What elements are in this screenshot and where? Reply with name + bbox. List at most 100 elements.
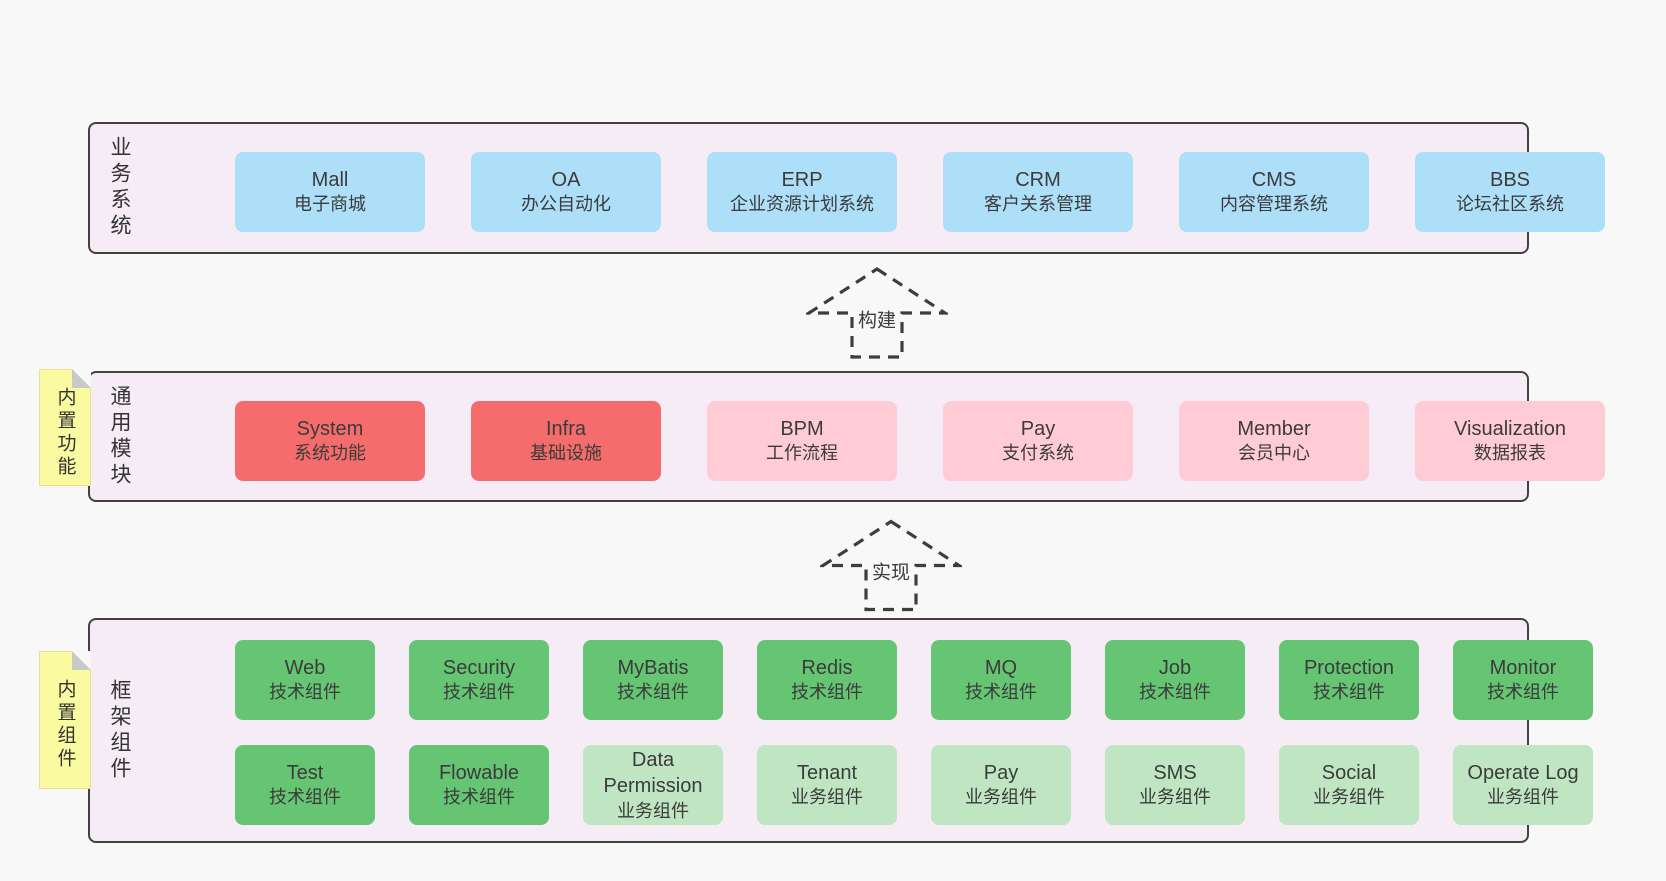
box-subtitle: 系统功能	[294, 443, 366, 464]
component-boxes-row-1: Web 技术组件 Security 技术组件 MyBatis 技术组件 Redi…	[235, 640, 1593, 720]
arrow-build-label: 构建	[853, 304, 901, 334]
box-title: ERP	[781, 168, 823, 191]
box-title: Monitor	[1489, 656, 1557, 679]
box-title: Redis	[801, 656, 853, 679]
box-pay-component: Pay 业务组件	[931, 745, 1071, 825]
box-subtitle: 技术组件	[617, 682, 689, 703]
box-title: Visualization	[1454, 417, 1566, 440]
box-subtitle: 业务组件	[1313, 787, 1385, 808]
box-sms: SMS 业务组件	[1105, 745, 1245, 825]
layer-label-business-systems: 业务系统	[108, 136, 131, 240]
box-title: System	[296, 417, 364, 440]
box-subtitle: 业务组件	[965, 787, 1037, 808]
box-subtitle: 技术组件	[1313, 682, 1385, 703]
box-security: Security 技术组件	[409, 640, 549, 720]
box-subtitle: 基础设施	[530, 443, 602, 464]
box-title: CMS	[1251, 168, 1297, 191]
box-data-permission: Data Permission 业务组件	[583, 745, 723, 825]
layer-label-common-modules: 通用模块	[108, 384, 131, 489]
box-title: MyBatis	[617, 656, 689, 679]
box-pay-module: Pay 支付系统	[943, 401, 1133, 481]
box-title: Protection	[1303, 656, 1395, 679]
box-flowable: Flowable 技术组件	[409, 745, 549, 825]
box-title: SMS	[1153, 761, 1197, 784]
box-cms: CMS 内容管理系统	[1179, 152, 1369, 232]
arrow-build: 构建	[806, 266, 948, 360]
note-text: 内置组件	[54, 679, 76, 771]
layer-label-framework-components: 框架组件	[108, 678, 131, 783]
box-title: Test	[286, 761, 324, 784]
box-subtitle: 业务组件	[1139, 787, 1211, 808]
box-mall: Mall 电子商城	[235, 152, 425, 232]
box-subtitle: 技术组件	[443, 787, 515, 808]
box-subtitle: 技术组件	[269, 682, 341, 703]
box-subtitle: 技术组件	[1487, 682, 1559, 703]
box-subtitle: 业务组件	[791, 787, 863, 808]
box-subtitle: 客户关系管理	[984, 194, 1092, 215]
box-title: Pay	[983, 761, 1019, 784]
sticky-note-builtin-features: 内置功能	[39, 369, 91, 486]
box-infra: Infra 基础设施	[471, 401, 661, 481]
box-test: Test 技术组件	[235, 745, 375, 825]
box-bbs: BBS 论坛社区系统	[1415, 152, 1605, 232]
box-title: Operate Log	[1467, 761, 1579, 784]
box-crm: CRM 客户关系管理	[943, 152, 1133, 232]
layer-common-modules: 通用模块 System 系统功能 Infra 基础设施 BPM 工作流程 Pay…	[88, 371, 1605, 502]
box-subtitle: 业务组件	[1487, 787, 1559, 808]
box-job: Job 技术组件	[1105, 640, 1245, 720]
box-system: System 系统功能	[235, 401, 425, 481]
box-title: Data Permission	[603, 748, 703, 798]
box-subtitle: 企业资源计划系统	[730, 194, 874, 215]
box-title: BBS	[1489, 168, 1531, 191]
box-title: Web	[284, 656, 326, 679]
box-title: CRM	[1015, 168, 1061, 191]
note-text: 内置功能	[54, 386, 76, 479]
business-boxes-row: Mall 电子商城 OA 办公自动化 ERP 企业资源计划系统 CRM 客户关系…	[235, 152, 1605, 232]
box-mq: MQ 技术组件	[931, 640, 1071, 720]
box-tenant: Tenant 业务组件	[757, 745, 897, 825]
box-title: Security	[442, 656, 516, 679]
box-redis: Redis 技术组件	[757, 640, 897, 720]
module-boxes-row: System 系统功能 Infra 基础设施 BPM 工作流程 Pay 支付系统…	[235, 401, 1605, 481]
box-title: MQ	[984, 656, 1018, 679]
box-title: Infra	[545, 417, 587, 440]
box-subtitle: 工作流程	[766, 443, 838, 464]
box-subtitle: 技术组件	[269, 787, 341, 808]
box-monitor: Monitor 技术组件	[1453, 640, 1593, 720]
box-subtitle: 论坛社区系统	[1456, 194, 1564, 215]
box-subtitle: 技术组件	[443, 682, 515, 703]
box-member: Member 会员中心	[1179, 401, 1369, 481]
box-visualization: Visualization 数据报表	[1415, 401, 1605, 481]
box-title: Tenant	[796, 761, 858, 784]
box-title: Mall	[311, 168, 349, 191]
box-subtitle: 会员中心	[1238, 443, 1310, 464]
layer-business-systems: 业务系统 Mall 电子商城 OA 办公自动化 ERP 企业资源计划系统 CRM…	[88, 122, 1605, 254]
box-subtitle: 业务组件	[617, 800, 689, 821]
arrow-implement-label: 实现	[867, 556, 915, 586]
arrow-implement: 实现	[820, 517, 962, 614]
box-erp: ERP 企业资源计划系统	[707, 152, 897, 232]
box-mybatis: MyBatis 技术组件	[583, 640, 723, 720]
box-web: Web 技术组件	[235, 640, 375, 720]
box-title: BPM	[780, 417, 824, 440]
box-subtitle: 技术组件	[1139, 682, 1211, 703]
box-subtitle: 支付系统	[1002, 443, 1074, 464]
box-subtitle: 技术组件	[791, 682, 863, 703]
box-social: Social 业务组件	[1279, 745, 1419, 825]
box-subtitle: 办公自动化	[521, 194, 611, 215]
box-title: OA	[551, 168, 581, 191]
box-title: Job	[1158, 656, 1192, 679]
box-operate-log: Operate Log 业务组件	[1453, 745, 1593, 825]
component-boxes-row-2: Test 技术组件 Flowable 技术组件 Data Permission …	[235, 745, 1593, 825]
box-title: Pay	[1020, 417, 1056, 440]
sticky-note-builtin-components: 内置组件	[39, 651, 91, 789]
box-oa: OA 办公自动化	[471, 152, 661, 232]
box-title: Flowable	[438, 761, 520, 784]
box-title: Social	[1321, 761, 1377, 784]
box-subtitle: 技术组件	[965, 682, 1037, 703]
box-protection: Protection 技术组件	[1279, 640, 1419, 720]
box-subtitle: 数据报表	[1474, 443, 1546, 464]
layer-framework-components: 框架组件 Web 技术组件 Security 技术组件 MyBatis 技术组件…	[88, 618, 1593, 843]
box-bpm: BPM 工作流程	[707, 401, 897, 481]
